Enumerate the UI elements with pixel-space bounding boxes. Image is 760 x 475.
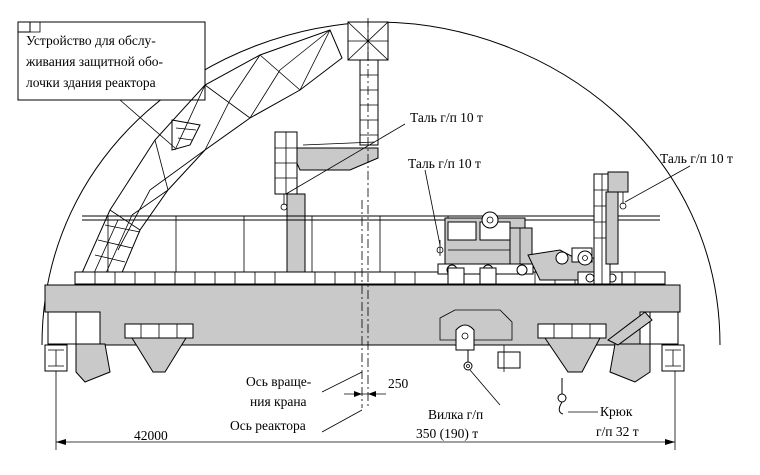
hoist-mid-label: Таль г/п 10 т: [408, 156, 481, 171]
aux-trolley: [527, 247, 623, 285]
span-dimension-value: 42000: [134, 428, 168, 443]
hook-label-line1: Крюк: [600, 404, 633, 419]
device-label-line2: живания защитной обо-: [25, 54, 164, 69]
rotation-axis-label-line1: Ось враще-: [246, 374, 312, 389]
device-label-line1: Устройство для обслу-: [26, 33, 156, 48]
device-callout: [17, 21, 206, 149]
end-trucks: [44, 311, 685, 383]
rotation-axis-label-line2: ния крана: [250, 394, 307, 409]
hook-label-line2: г/п 32 т: [596, 424, 639, 439]
hoist-right-label: Таль г/п 10 т: [660, 151, 733, 166]
main-trolley: [436, 211, 534, 285]
upper-arm: [274, 131, 379, 287]
lower-truss-left: [124, 323, 194, 373]
fork-label-line2: 350 (190) т: [416, 426, 478, 441]
leader-lines: [285, 123, 691, 433]
reactor-axis-label: Ось реактора: [230, 418, 306, 433]
hook-block: [557, 378, 567, 415]
right-column: [593, 171, 629, 285]
walkway: [74, 271, 666, 285]
offset-dimension-value: 250: [388, 376, 409, 391]
central-mast: [347, 21, 389, 146]
handrail: [82, 215, 660, 272]
hoist-left-label: Таль г/п 10 т: [410, 110, 483, 125]
fork-suspension: [455, 324, 521, 372]
device-label-line3: лочки здания реактора: [26, 75, 156, 90]
span-dimension: [55, 371, 676, 450]
lower-truss-right: [537, 323, 607, 373]
fork-label-line1: Вилка г/п: [428, 407, 483, 422]
offset-dimension: [344, 391, 386, 397]
